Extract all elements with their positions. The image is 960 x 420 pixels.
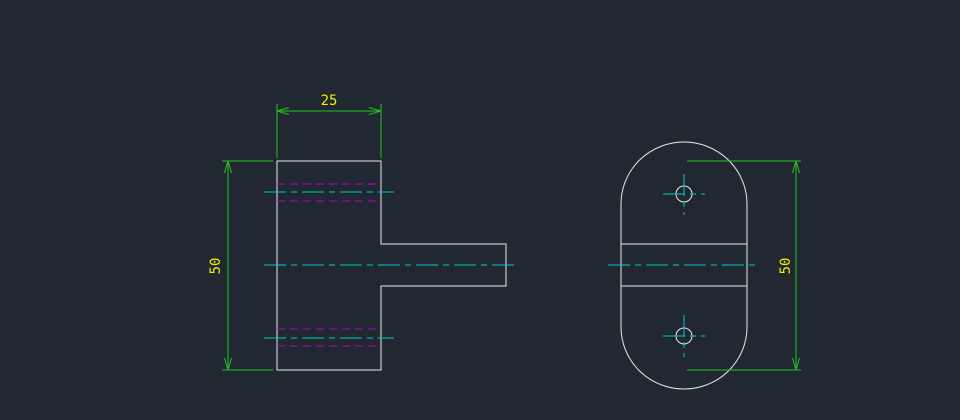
dimension-height-side[interactable] (687, 160, 801, 371)
dimension-text-width[interactable]: 25 (321, 93, 338, 109)
arrow-right-icon (368, 107, 382, 115)
side-view: 50 (608, 141, 801, 390)
dimension-height-front[interactable] (222, 160, 273, 371)
arrow-up-icon (224, 160, 232, 174)
side-view-outline[interactable] (620, 141, 748, 390)
dimension-width[interactable] (276, 104, 382, 158)
dimension-text-height-side[interactable]: 50 (778, 258, 794, 275)
side-centerlines (608, 174, 760, 357)
dimension-text-height-front[interactable]: 50 (208, 258, 224, 275)
arrow-up-icon (792, 160, 800, 174)
front-view-outline[interactable] (276, 160, 507, 371)
front-view: 25 50 (208, 93, 518, 371)
hidden-lines (277, 183, 381, 347)
arrow-down-icon (792, 357, 800, 371)
arrow-down-icon (224, 357, 232, 371)
front-centerlines (264, 191, 518, 339)
arrow-left-icon (276, 107, 290, 115)
